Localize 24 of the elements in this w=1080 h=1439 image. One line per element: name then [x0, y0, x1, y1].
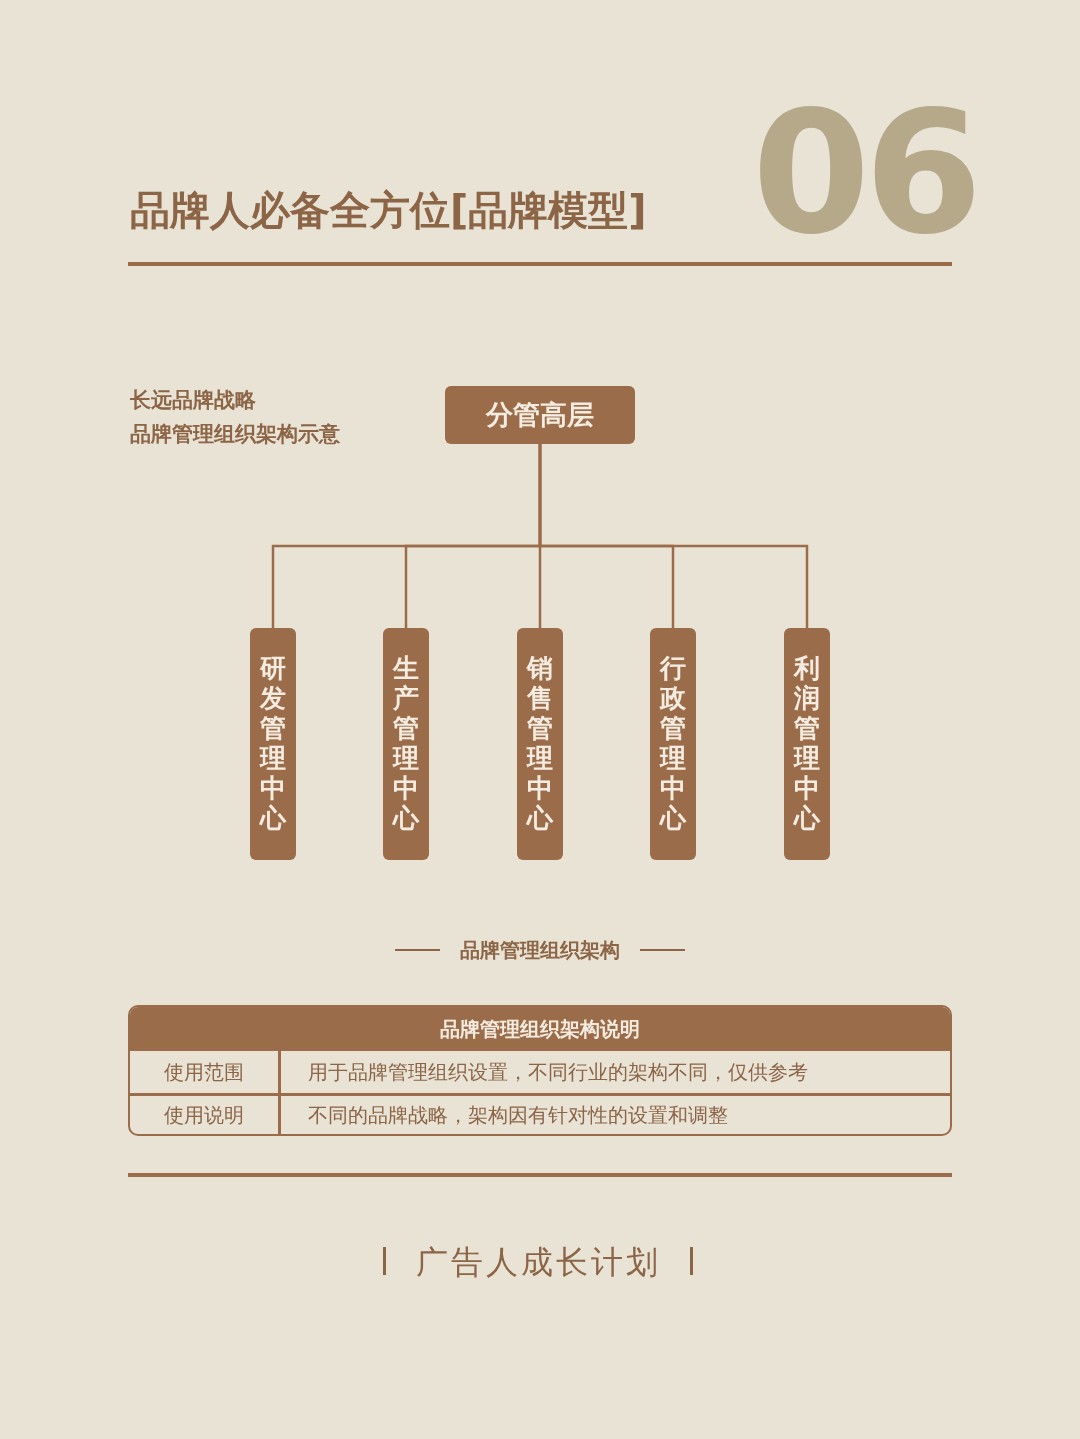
footer-text: 广告人成长计划: [414, 1242, 662, 1283]
department-box: [250, 628, 296, 860]
section-number: 06: [752, 88, 977, 258]
table-cell-text: 不同的品牌战略，架构因有针对性的设置和调整: [308, 1101, 728, 1129]
node-label: 行政管理中心: [660, 654, 686, 834]
department-box: [650, 628, 696, 860]
node-label: 利润管理中心: [794, 654, 820, 834]
table-cell-text: 使用说明: [163, 1101, 245, 1129]
department-box: [784, 628, 830, 860]
node-label: 研发管理中心: [260, 654, 286, 834]
department-box: [383, 628, 429, 860]
department-box: [517, 628, 563, 860]
note-text: 长远品牌战略: [130, 387, 256, 414]
note-text: 品牌管理组织架构示意: [130, 421, 340, 448]
table-header: 品牌管理组织架构说明: [130, 1007, 950, 1051]
top-management-box: [445, 386, 635, 444]
diagram-caption: 品牌管理组织架构: [459, 937, 621, 964]
page-title: 品牌人必备全方位[品牌模型]: [130, 186, 647, 234]
node-label: 分管高层: [486, 398, 594, 432]
table-cell-text: 使用范围: [163, 1058, 245, 1086]
table-cell-text: 用于品牌管理组织设置，不同行业的架构不同，仅供参考: [308, 1058, 808, 1086]
node-label: 销售管理中心: [527, 654, 553, 834]
connector-line: [538, 444, 809, 628]
node-label: 生产管理中心: [393, 654, 419, 834]
